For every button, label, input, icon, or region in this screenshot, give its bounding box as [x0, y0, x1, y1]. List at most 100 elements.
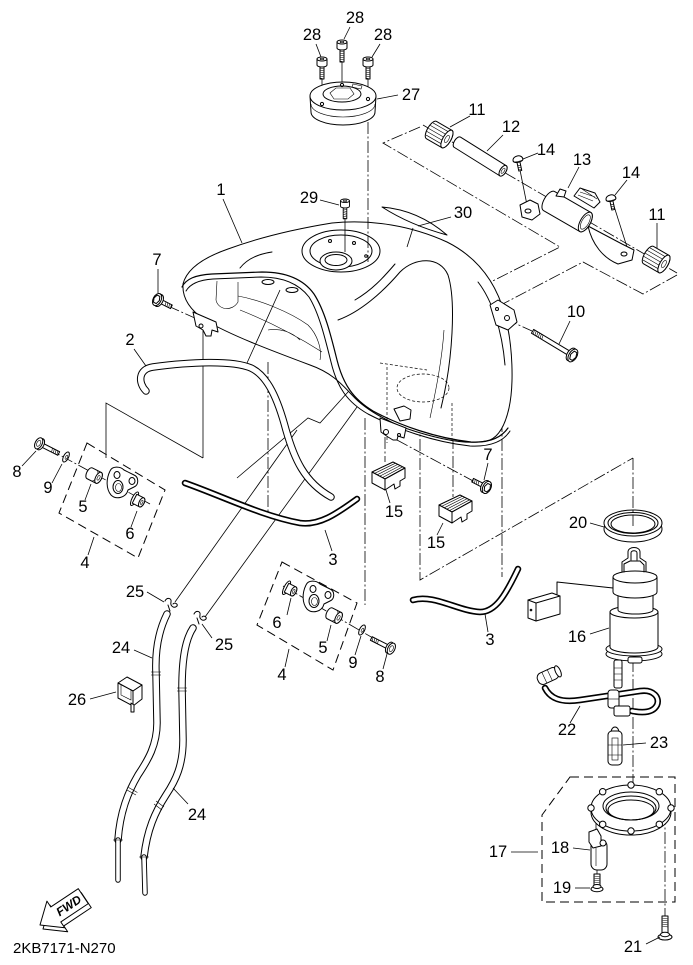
bracket-screw — [604, 193, 619, 212]
callout-label: 14 — [537, 141, 555, 159]
leader-line — [614, 179, 628, 196]
callout-label: 3 — [485, 631, 494, 649]
callout-labels: 28 28 28 27 11 12 14 13 14 11 1 29 30 7 … — [12, 9, 668, 956]
leader-line — [222, 198, 243, 244]
drain-hose — [181, 479, 361, 527]
damper-collar — [323, 606, 345, 626]
cap-screw — [316, 56, 328, 80]
leader-line — [284, 648, 290, 668]
tube-end — [498, 164, 508, 177]
callout-label: 4 — [80, 554, 89, 572]
arrow-face — [39, 888, 89, 929]
leader-line — [589, 522, 605, 528]
tank-bolt — [469, 473, 494, 496]
callout-label: 24 — [188, 806, 206, 824]
callout-label: 22 — [558, 721, 576, 739]
tank-contour — [354, 263, 396, 301]
hose-fill — [115, 611, 170, 843]
leader-line — [286, 597, 292, 616]
bracket-flange — [519, 199, 541, 221]
hose-fill — [411, 567, 520, 614]
outlet-ribs — [614, 667, 622, 681]
filler-screw-hole — [364, 254, 368, 258]
callout-label: 2 — [125, 331, 134, 349]
hose-fill — [137, 359, 334, 500]
leader-line — [449, 115, 471, 128]
leader-line — [406, 227, 414, 248]
bolt-thread — [661, 917, 669, 928]
bracket-hole — [383, 429, 389, 435]
assembly-boundary — [541, 776, 676, 903]
breather-hose — [136, 358, 335, 501]
leader-line — [371, 43, 381, 58]
screw-head — [592, 884, 602, 889]
callout-label: 24 — [112, 639, 130, 657]
hose-fill — [183, 481, 359, 525]
callout-label: 11 — [468, 101, 485, 119]
callout-label: 25 — [215, 636, 233, 654]
clamp-side — [132, 684, 143, 707]
fuel-tank — [181, 221, 518, 447]
rubber-pad — [371, 461, 406, 491]
fuel-hose — [536, 665, 661, 717]
callout-label: 9 — [43, 479, 52, 497]
damper-collar — [83, 466, 105, 486]
cap-screw-hole — [319, 101, 325, 107]
center-line — [236, 381, 358, 479]
plate-opening — [607, 799, 655, 821]
connector-window — [611, 737, 619, 761]
clamp-slot — [120, 684, 132, 701]
fwd-arrow-icon: FWD — [39, 888, 92, 933]
callout-label: 11 — [648, 206, 665, 224]
callout-label: 25 — [126, 583, 144, 601]
assembly-boundary — [58, 442, 166, 559]
rear-mount-bolt — [528, 324, 581, 365]
callout-label: 29 — [300, 189, 318, 207]
leader-line — [522, 152, 539, 160]
hose-clip — [193, 610, 207, 625]
hose-collar — [139, 687, 187, 858]
leader-line — [51, 463, 63, 484]
pump-knob — [627, 656, 643, 664]
leader-line — [201, 623, 213, 639]
tank-rim — [181, 271, 509, 443]
callout-label: 30 — [454, 204, 472, 222]
leader-line — [21, 450, 37, 467]
callout-label: 23 — [650, 734, 668, 752]
leader-line — [645, 936, 661, 945]
cap-screw — [362, 56, 374, 80]
leader-line — [326, 624, 332, 642]
hose-connector — [607, 726, 623, 766]
screw-thread — [593, 875, 601, 884]
connector-face — [554, 665, 562, 678]
center-line — [612, 202, 628, 248]
callout-label: 18 — [551, 839, 569, 857]
tank-vent — [285, 287, 299, 293]
filler-screw-hole — [352, 241, 356, 245]
bracket-hole — [495, 307, 499, 311]
callout-label: 28 — [346, 9, 364, 27]
tank-side-tab — [393, 405, 412, 422]
tank-mount-bracket — [519, 187, 635, 265]
bracket-hole — [198, 323, 204, 329]
leader-line — [89, 691, 117, 700]
tube-bore — [500, 167, 506, 174]
callout-label: 8 — [375, 668, 384, 686]
hose-fill — [141, 625, 196, 860]
plate-boss — [655, 820, 663, 828]
leader-line — [558, 320, 571, 345]
clamp-tab — [130, 702, 135, 713]
connector-body — [607, 730, 623, 766]
fuel-sender — [588, 828, 608, 871]
hose-connector-joint — [613, 705, 631, 717]
hose-clip — [164, 597, 178, 612]
leader-line — [483, 462, 489, 481]
rubber-damper — [639, 243, 673, 276]
callout-label: 8 — [12, 463, 21, 481]
callout-label: 6 — [272, 614, 281, 632]
clamp-bore — [580, 214, 591, 230]
sender-terminal — [599, 839, 607, 847]
leader-line — [133, 649, 153, 659]
pump-plate-assembly — [541, 776, 676, 903]
